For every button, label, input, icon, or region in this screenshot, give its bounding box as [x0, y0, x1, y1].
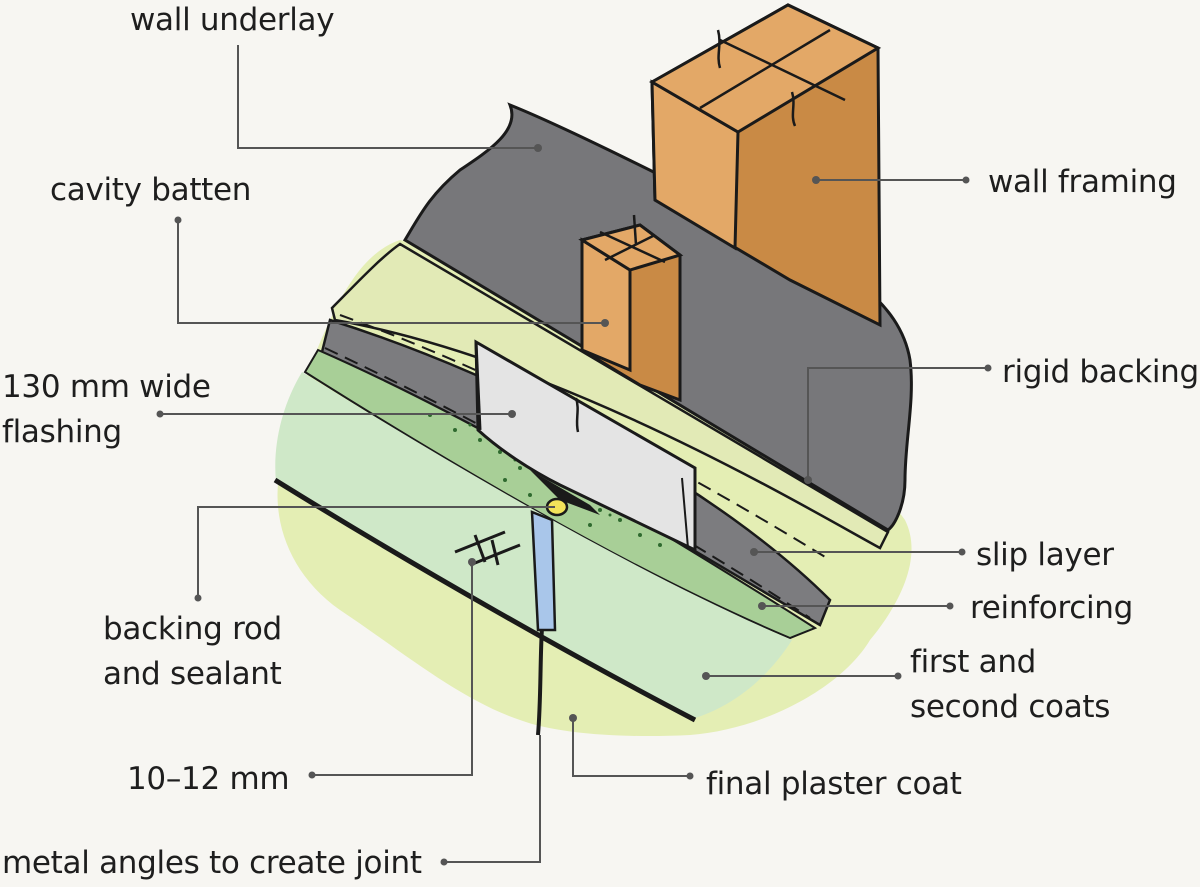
- label-gap-size: 10–12 mm: [127, 761, 290, 797]
- flashing-fold: [681, 477, 689, 549]
- plaster-edge-line: [273, 477, 697, 723]
- label-wall-underlay: wall underlay: [130, 2, 335, 38]
- leader-dots: [156, 144, 992, 866]
- label-backing-rod-line2: and sealant: [103, 656, 282, 692]
- cavity-batten: [578, 214, 684, 403]
- leader-gap: [312, 562, 473, 776]
- leader-final-plaster: [572, 718, 690, 777]
- label-metal-angles: metal angles to create joint: [2, 845, 422, 881]
- label-flashing-line2: flashing: [2, 414, 122, 450]
- label-flashing-line1: 130 mm wide: [2, 369, 211, 405]
- label-backing-rod-line1: backing rod: [103, 611, 282, 647]
- label-cavity-batten: cavity batten: [50, 172, 252, 208]
- flashing-panel: [474, 339, 697, 553]
- wall-framing-stud: [648, 3, 882, 328]
- leader-rigid-backing: [807, 367, 988, 480]
- label-slip-layer: slip layer: [976, 537, 1114, 573]
- leader-wall-underlay: [237, 45, 538, 149]
- label-reinforcing: reinforcing: [970, 590, 1134, 626]
- control-joint-line: [536, 627, 544, 736]
- label-coats-line2: second coats: [910, 689, 1111, 725]
- leader-backing-rod: [197, 506, 555, 598]
- label-coats-line1: first and: [910, 644, 1037, 680]
- joint-cap: [530, 470, 600, 515]
- sealant-strip: [530, 510, 557, 632]
- metal-angle-marks: [454, 530, 521, 567]
- leader-cavity-batten: [177, 220, 605, 324]
- label-wall-framing: wall framing: [988, 164, 1177, 200]
- flashing-edge: [474, 341, 482, 431]
- leader-lines: [160, 45, 988, 863]
- flashing-nail: [574, 397, 580, 433]
- label-final-plaster: final plaster coat: [706, 766, 962, 802]
- leader-metal-angles: [444, 735, 541, 863]
- label-rigid-backing: rigid backing: [1002, 354, 1199, 390]
